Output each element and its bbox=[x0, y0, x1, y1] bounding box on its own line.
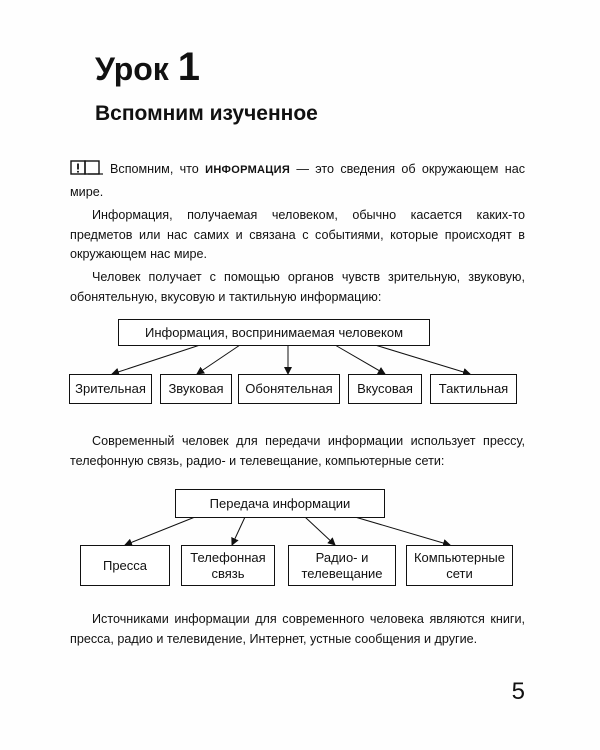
diagram-transmission-press: Пресса bbox=[80, 545, 170, 586]
intro-text-after: — это сведения об окружающем нас мире. bbox=[70, 162, 525, 199]
lesson-subtitle: Вспомним изученное bbox=[95, 102, 318, 125]
intro-text-before: Вспомним, что bbox=[110, 162, 206, 176]
diagram-transmission-root: Передача информации bbox=[175, 489, 385, 518]
diagram-perception-taste: Вкусовая bbox=[348, 374, 422, 404]
paragraph-transmission: Современный человек для передачи информа… bbox=[70, 434, 525, 468]
intro-bold-term: ИНФОРМАЦИЯ bbox=[205, 164, 291, 176]
diagram-perception-visual: Зрительная bbox=[69, 374, 152, 404]
open-book-exclamation-icon bbox=[70, 160, 104, 183]
diagram-perception-tactile: Тактильная bbox=[430, 374, 517, 404]
diagram-perception-root: Информация, воспринимаемая человеком bbox=[118, 319, 430, 346]
diagram-transmission-networks: Компьютерные сети bbox=[406, 545, 513, 586]
diagram-perception-smell: Обонятельная bbox=[238, 374, 340, 404]
lesson-title: Урок 1 bbox=[95, 47, 200, 89]
diagram-perception-sound: Звуковая bbox=[160, 374, 232, 404]
paragraph-sources: Источниками информации для современного … bbox=[70, 612, 525, 646]
page-number: 5 bbox=[511, 678, 525, 705]
intro-paragraph: Вспомним, что ИНФОРМАЦИЯ — это сведения … bbox=[70, 160, 525, 202]
lesson-number: 1 bbox=[177, 45, 200, 89]
lesson-word: Урок bbox=[95, 51, 169, 87]
paragraph-info-about: Информация, получаемая человеком, обычно… bbox=[70, 208, 525, 261]
paragraph-senses: Человек получает с помощью органов чувст… bbox=[70, 270, 525, 304]
diagram-transmission-radio-tv: Радио- и телевещание bbox=[288, 545, 396, 586]
diagram-transmission-telephone: Телефонная связь bbox=[181, 545, 275, 586]
